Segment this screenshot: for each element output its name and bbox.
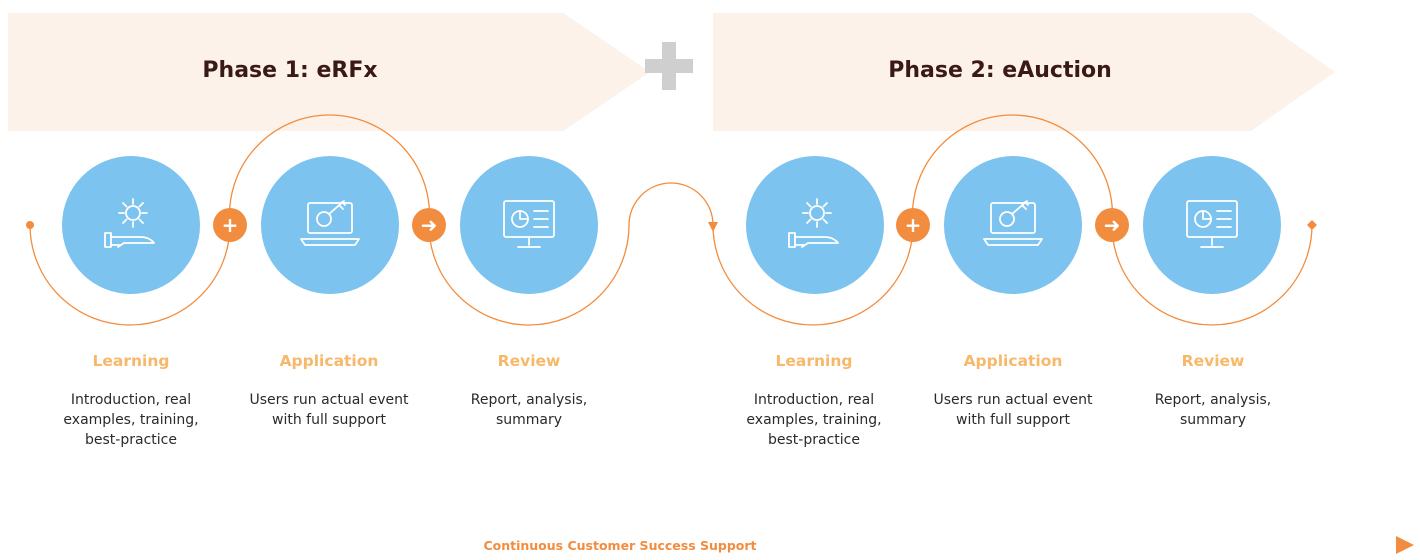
phase-2-banner: [713, 13, 1335, 131]
phase-2-title: Phase 2: eAuction: [888, 58, 1112, 83]
plus-badge-icon: +: [896, 208, 930, 242]
flow-arc: [428, 224, 630, 326]
step-circle-application: [944, 156, 1082, 294]
step-title: Learning: [92, 352, 170, 370]
plus-badge-icon: +: [213, 208, 247, 242]
phase-1-title: Phase 1: eRFx: [202, 58, 378, 83]
flow-arc: [628, 182, 714, 226]
footer-label: Continuous Customer Success Support: [483, 538, 757, 553]
step-title: Application: [963, 352, 1063, 370]
flow-arc: [911, 114, 1114, 226]
phase-1-banner: [8, 13, 650, 131]
step-circle-application: [261, 156, 399, 294]
monitor-chart-icon: [1186, 200, 1238, 248]
flow-arc: [228, 114, 431, 226]
step-circle-learning: [746, 156, 884, 294]
flow-mid-arrowhead: [708, 222, 718, 232]
step-description: Users run actual event with full support: [933, 392, 1093, 428]
flow-end-diamond: [1307, 220, 1317, 230]
gear-hand-icon: [788, 198, 839, 248]
flow-start-dot: [26, 221, 34, 229]
step-title: Review: [1181, 352, 1245, 370]
step-description: Users run actual event with full support: [249, 392, 409, 428]
step-circle-review: [460, 156, 598, 294]
step-circle-learning: [62, 156, 200, 294]
laptop-key-icon: [300, 200, 360, 246]
laptop-key-icon: [983, 200, 1043, 246]
step-title: Review: [497, 352, 561, 370]
step-description: Introduction, real examples, training, b…: [746, 392, 882, 448]
step-description: Report, analysis, summary: [470, 392, 588, 428]
monitor-chart-icon: [503, 200, 555, 248]
flow-arc: [29, 224, 231, 326]
step-description: Report, analysis, summary: [1154, 392, 1272, 428]
step-title: Learning: [775, 352, 853, 370]
step-description: Introduction, real examples, training, b…: [63, 392, 199, 448]
gear-hand-icon: [104, 198, 155, 248]
arrow-badge-icon: ➜: [412, 208, 446, 242]
flow-arc: [712, 224, 914, 326]
step-title: Application: [279, 352, 379, 370]
flow-arc: [1111, 224, 1313, 326]
plus-join-icon: [645, 42, 693, 90]
corner-arrow-icon: [1396, 536, 1414, 554]
arrow-badge-icon: ➜: [1095, 208, 1129, 242]
step-circle-review: [1143, 156, 1281, 294]
